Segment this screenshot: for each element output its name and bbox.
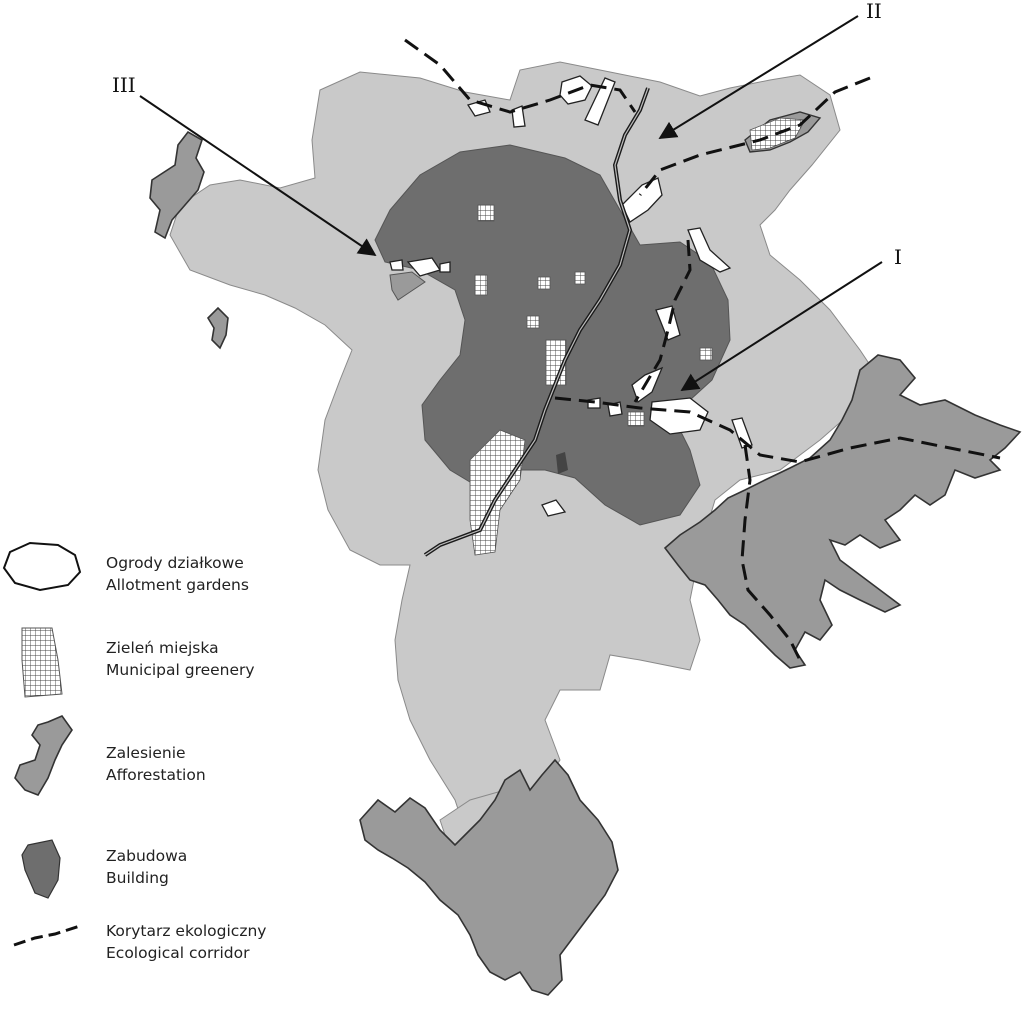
afforestation-south (359, 758, 619, 996)
afforestation-east (663, 354, 1022, 669)
marker-label-ii: II (866, 0, 882, 23)
corridor-central (554, 396, 1001, 464)
marker-arrow-ii (658, 15, 859, 139)
pond-west (389, 271, 426, 301)
legend-label-pl: Zieleń miejska (106, 639, 219, 657)
legend-item-building: Zabudowa Building (106, 845, 187, 889)
corridor-north (404, 38, 637, 114)
building-core-south (556, 452, 568, 474)
legend-symbol-afforestation (14, 715, 73, 796)
legend-item-corridor: Korytarz ekologiczny Ecological corridor (106, 920, 266, 964)
legend-label-pl: Zabudowa (106, 847, 188, 865)
legend-label-en: Municipal greenery (106, 661, 255, 679)
legend-item-greenery: Zieleń miejska Municipal greenery (106, 637, 255, 681)
legend-label-en: Building (106, 869, 169, 887)
legend-label-pl: Ogrody działkowe (106, 554, 244, 572)
legend-label-pl: Korytarz ekologiczny (106, 922, 267, 940)
corridor-east (633, 239, 692, 403)
ecological-corridors (404, 38, 1001, 661)
legend-symbol-building (21, 839, 61, 899)
legend-label-en: Allotment gardens (106, 576, 249, 594)
legend-label-en: Ecological corridor (106, 944, 250, 962)
legend-symbol-corridor (13, 924, 81, 947)
building-area (374, 144, 731, 526)
marker-label-i: I (894, 245, 902, 269)
legend-label-pl: Zalesienie (106, 744, 186, 762)
legend-symbol-allotment (2, 541, 82, 592)
afforestation-northwest (149, 130, 205, 240)
legend-item-afforestation: Zalesienie Afforestation (106, 742, 206, 786)
legend-item-allotment: Ogrody działkowe Allotment gardens (106, 552, 249, 596)
legend-symbol-greenery (21, 627, 63, 698)
marker-arrow-iii (139, 95, 377, 257)
river-inner (424, 87, 649, 556)
marker-label-iii: III (112, 73, 136, 97)
corridor-northeast (638, 76, 871, 196)
legend-symbols (2, 541, 82, 947)
afforestation-west-small (206, 306, 229, 350)
corridor-southeast (740, 444, 802, 661)
marker-arrow-i (680, 261, 883, 391)
legend-label-en: Afforestation (106, 766, 206, 784)
marker-arrows (139, 15, 883, 391)
